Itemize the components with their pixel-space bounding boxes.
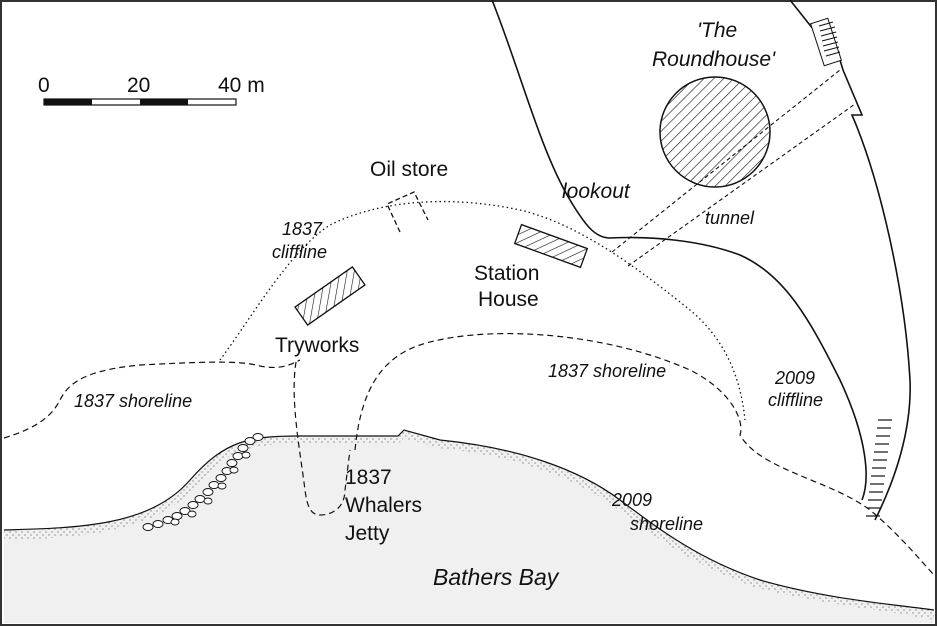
label-tryworks: Tryworks	[275, 334, 359, 357]
label-station-house-line1: Station	[474, 262, 539, 285]
label-jetty-line1: 1837	[345, 466, 392, 489]
label-cliffline-1837-line2: cliffline	[272, 242, 327, 262]
shoreline-1837-west	[3, 359, 301, 439]
label-jetty-line3: Jetty	[345, 522, 390, 545]
scale-bar: 0 20 40 m	[38, 74, 265, 106]
scale-label-0: 0	[38, 74, 50, 97]
cliffline-2009	[491, 0, 867, 501]
label-shoreline-1837-east: 1837 shoreline	[548, 361, 666, 381]
label-bathers-bay: Bathers Bay	[433, 564, 560, 590]
tryworks	[294, 266, 366, 326]
cliffline-1837	[219, 200, 746, 421]
label-shoreline-2009-line1: 2009	[611, 490, 652, 510]
label-shoreline-2009-line2: shoreline	[630, 514, 703, 534]
label-cliffline-2009-line1: 2009	[774, 368, 815, 388]
rocks	[142, 433, 264, 531]
label-oil-store: Oil store	[370, 158, 448, 181]
label-lookout: lookout	[562, 180, 631, 203]
roundhouse	[659, 76, 771, 188]
scale-label-20: 20	[127, 74, 150, 97]
sea-area	[4, 430, 934, 623]
oil-store	[386, 191, 429, 233]
tunnel	[611, 69, 856, 267]
station-house	[513, 223, 589, 269]
steps-lower	[866, 419, 892, 517]
label-shoreline-1837-west: 1837 shoreline	[74, 391, 192, 411]
label-roundhouse-line1: 'The	[697, 19, 737, 42]
label-cliffline-1837-line1: 1837	[282, 219, 323, 239]
label-cliffline-2009-line2: cliffline	[768, 390, 823, 410]
label-roundhouse-line2: Roundhouse'	[652, 48, 776, 71]
whalers-jetty	[293, 361, 351, 516]
cliff-top	[789, 0, 911, 521]
shoreline-1837-east	[354, 333, 935, 576]
label-station-house-line2: House	[478, 288, 539, 311]
shore-stipple	[4, 430, 934, 620]
shoreline-2009	[3, 429, 935, 611]
scale-label-40: 40 m	[218, 74, 265, 97]
label-tunnel: tunnel	[705, 208, 755, 228]
label-jetty-line2: Whalers	[345, 494, 422, 517]
steps-top	[810, 17, 842, 67]
